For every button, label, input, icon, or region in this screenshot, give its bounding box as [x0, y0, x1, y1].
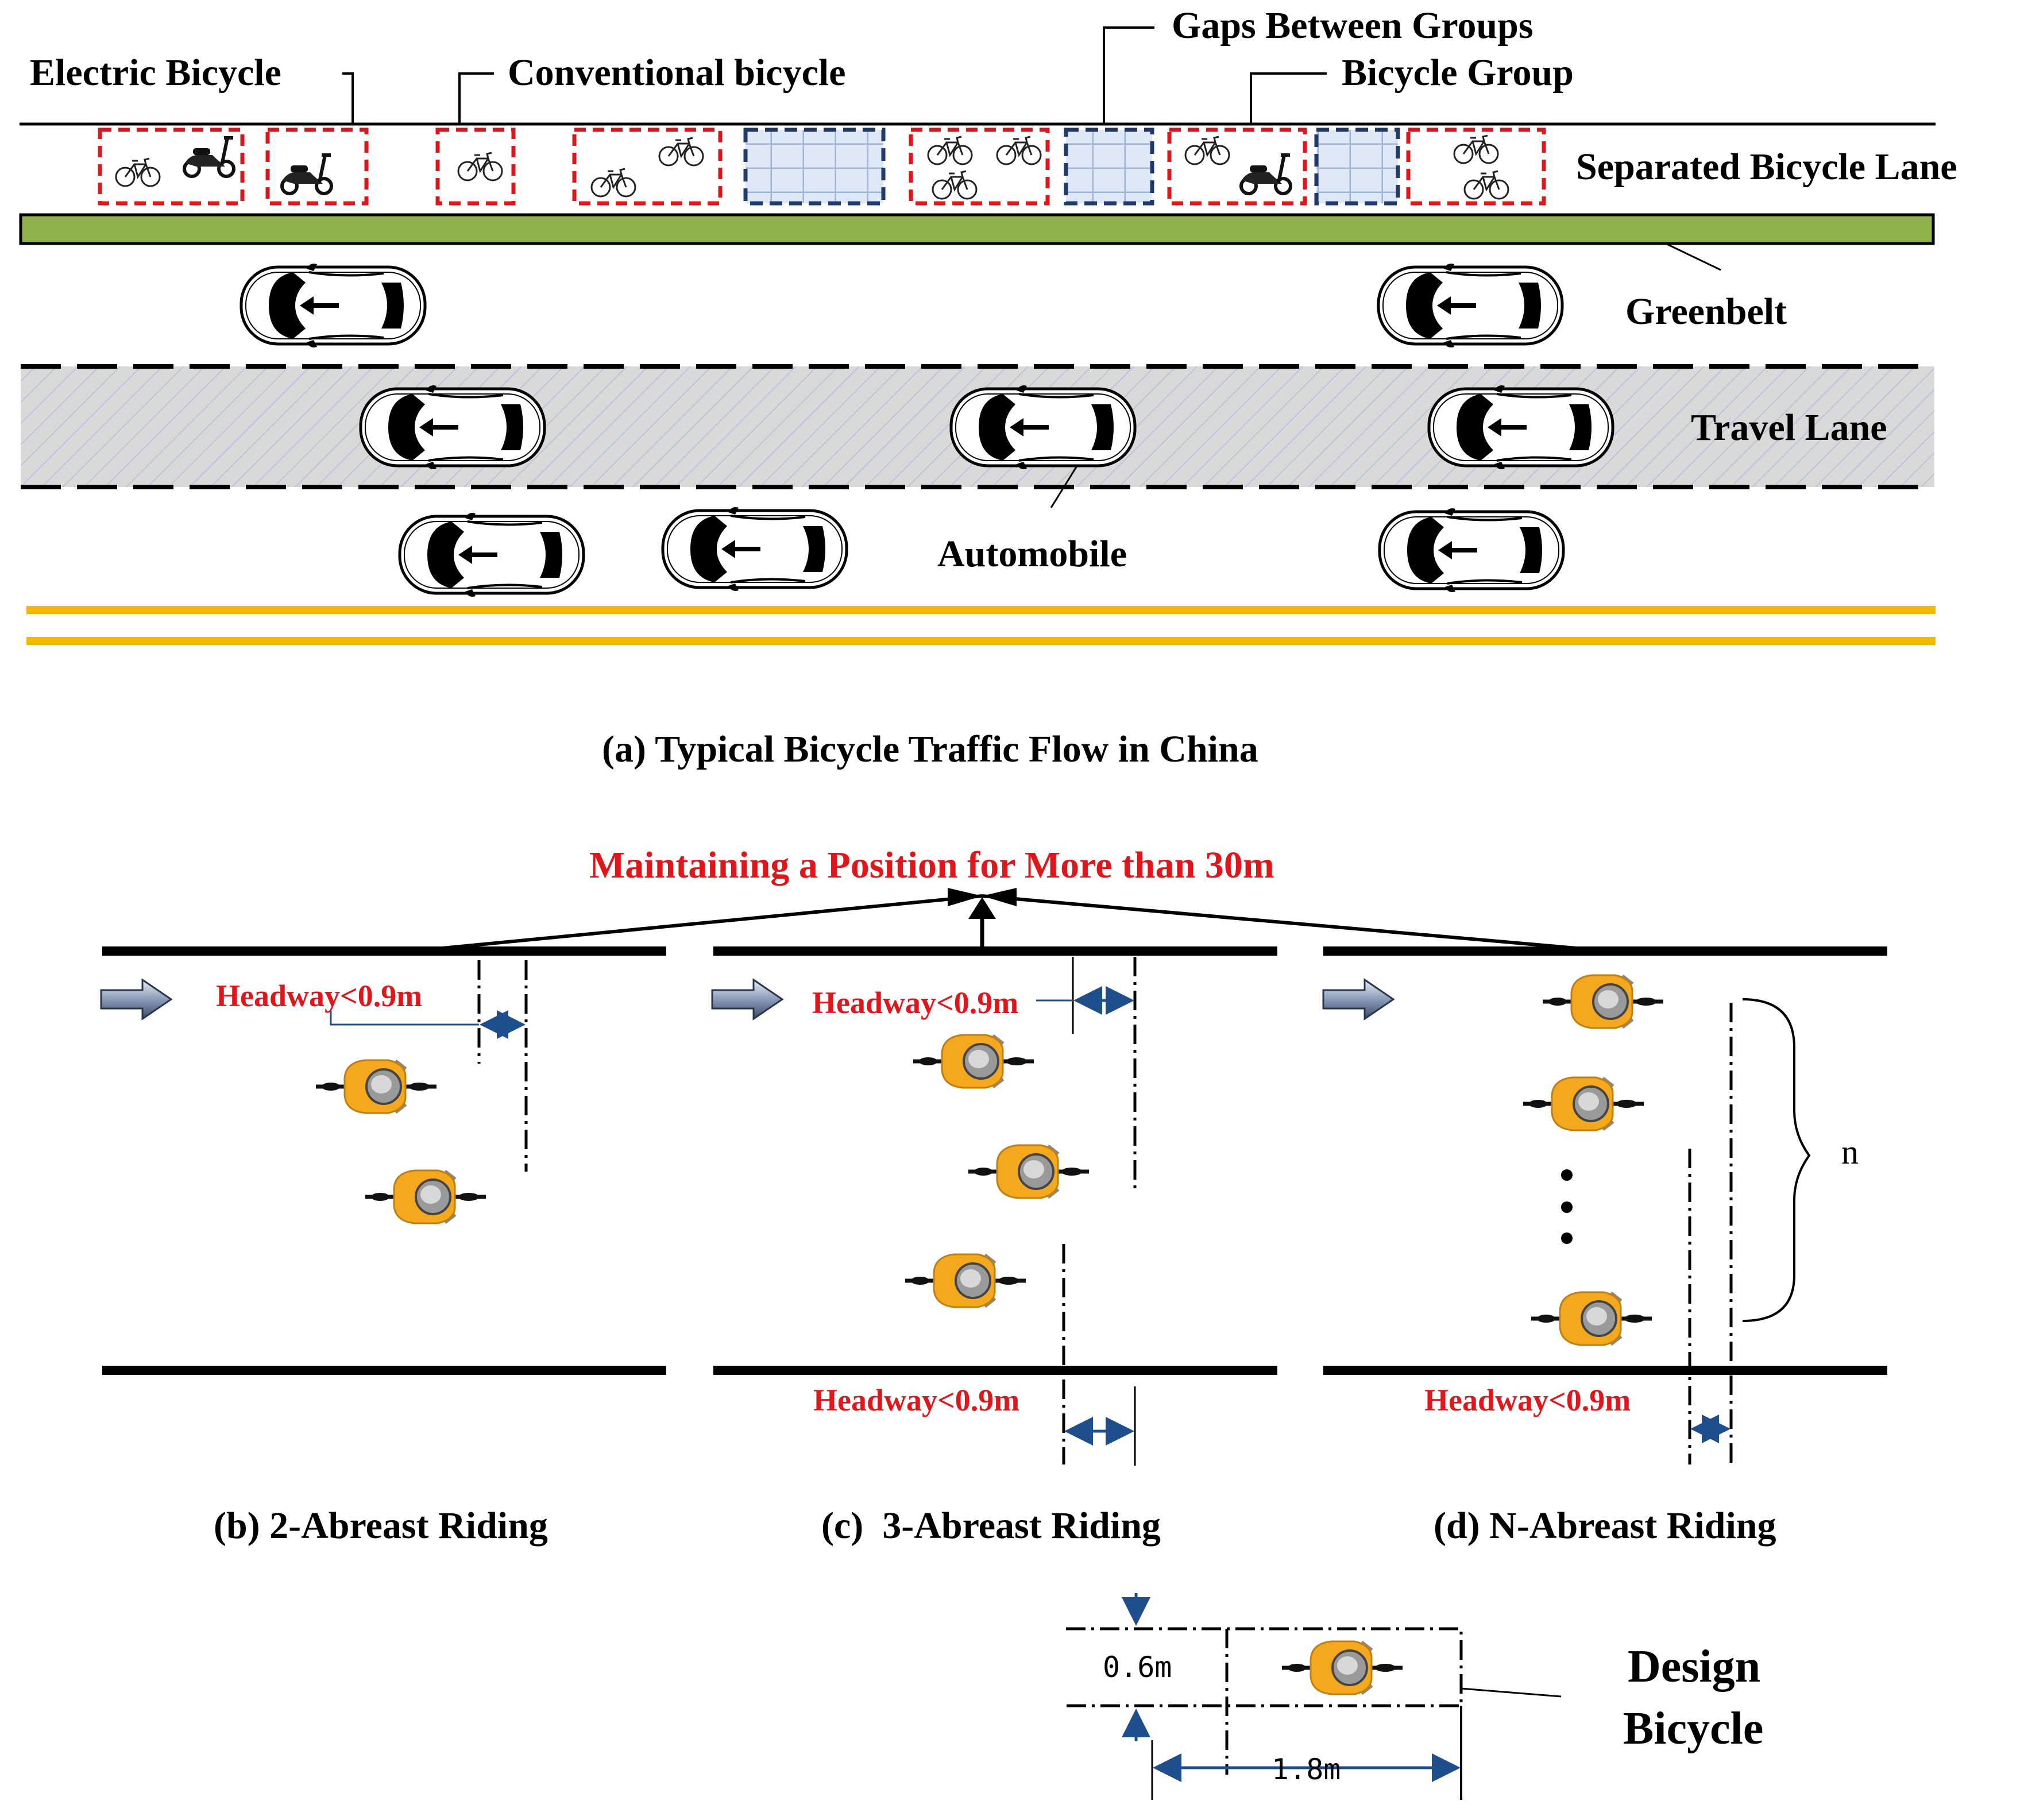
width-label: 0.6m: [1103, 1651, 1172, 1684]
automobile-icon: [1378, 264, 1562, 347]
electric-bicycle-icon: [282, 155, 331, 194]
automobile-icon: [663, 507, 847, 591]
n-label: n: [1841, 1133, 1859, 1171]
electric-bicycle-icon: [1241, 155, 1291, 194]
bicycle-group-box: [572, 127, 723, 206]
design-title-line2: Bicycle: [1623, 1703, 1763, 1754]
automobile-icon: [1429, 385, 1613, 469]
label-travel-lane: Travel Lane: [1691, 407, 1887, 449]
caption-a: (a) Typical Bicycle Traffic Flow in Chin…: [602, 728, 1258, 770]
bicycle-lane-groups: [98, 127, 1546, 206]
cyclist-icon: [1543, 975, 1663, 1028]
cyclist-icon: [1531, 1292, 1652, 1345]
n-brace: [1742, 998, 1811, 1322]
panel-b: Headway<0.9m (b) 2-Abreast Riding: [100, 946, 666, 1547]
panel-d: n Headway<0.9m (d) N-Abreast Riding: [1322, 946, 1887, 1547]
cyclist-icon: [1523, 1077, 1644, 1130]
bicycle-icon: [590, 168, 636, 198]
design-bicycle: 0.6m 1.8m Design Bicycle: [1066, 1593, 1763, 1800]
automobile-icon: [1380, 508, 1563, 592]
direction-arrow: [1322, 979, 1395, 1020]
bicycle-group-box: [98, 127, 245, 206]
headway-label: Headway<0.9m: [1424, 1383, 1631, 1417]
cyclist-icon: [905, 1254, 1026, 1307]
headway-label: Headway<0.9m: [813, 1383, 1019, 1417]
bicycle-icon: [927, 136, 973, 165]
gap-box: [743, 127, 886, 206]
direction-arrow: [100, 979, 172, 1020]
leader-lines: [342, 26, 1327, 125]
bicycle-icon: [932, 170, 978, 200]
label-conventional-bicycle: Conventional bicycle: [508, 52, 846, 94]
cyclist-icon: [316, 1060, 437, 1113]
bicycle-icon: [1463, 170, 1509, 200]
label-greenbelt: Greenbelt: [1625, 291, 1787, 333]
panel-c: Headway<0.9m Headway<0.9m (c) 3-Abreast …: [711, 946, 1277, 1547]
bicycle-icon: [996, 136, 1042, 165]
gap-box: [1064, 127, 1154, 206]
label-electric-bicycle: Electric Bicycle: [30, 52, 281, 94]
label-gaps-between-groups: Gaps Between Groups: [1172, 5, 1534, 47]
design-title-line1: Design: [1628, 1641, 1760, 1692]
direction-arrow: [711, 979, 783, 1020]
bicycle-group-box: [435, 127, 516, 206]
automobile-icon: [951, 385, 1135, 469]
gap-box: [1314, 127, 1400, 206]
length-label: 1.8m: [1272, 1753, 1341, 1786]
headway-label: Headway<0.9m: [216, 979, 422, 1013]
greenbelt: [19, 213, 1935, 245]
bicycle-icon: [1453, 134, 1499, 164]
cyclist-icon: [1282, 1641, 1403, 1694]
automobile-icon: [361, 385, 544, 469]
caption-d: (d) N-Abreast Riding: [1434, 1505, 1776, 1547]
bicycle-group-box: [1406, 127, 1546, 206]
panel-a: Electric Bicycle Conventional bicycle Ga…: [19, 5, 1957, 770]
bicycle-group-box: [1167, 127, 1307, 206]
label-bicycle-group: Bicycle Group: [1342, 52, 1574, 94]
ellipsis-dots: [1561, 1169, 1573, 1244]
label-automobile: Automobile: [937, 533, 1127, 575]
electric-bicycle-icon: [184, 138, 234, 176]
bicycle-icon: [115, 157, 161, 187]
bicycle-icon: [457, 152, 503, 181]
cyclist-icon: [913, 1035, 1034, 1088]
headway-label: Headway<0.9m: [812, 986, 1018, 1020]
caption-c: (c) 3-Abreast Riding: [821, 1505, 1161, 1547]
automobile-icon: [241, 264, 425, 347]
bicycle-icon: [1184, 136, 1230, 165]
cyclist-icon: [365, 1170, 486, 1223]
automobile-leader: [1050, 465, 1079, 508]
bicycle-group-box: [909, 127, 1050, 206]
maintain-label: Maintaining a Position for More than 30m: [589, 844, 1274, 886]
maintain-indicator: Maintaining a Position for More than 30m: [436, 844, 1583, 951]
label-separated-bicycle-lane: Separated Bicycle Lane: [1576, 146, 1957, 188]
greenbelt-leader: [1665, 242, 1721, 271]
bicycle-icon: [658, 137, 704, 167]
bicycle-group-box: [265, 127, 369, 206]
caption-b: (b) 2-Abreast Riding: [214, 1505, 548, 1547]
automobile-icon: [400, 513, 584, 597]
cyclist-icon: [968, 1145, 1089, 1198]
